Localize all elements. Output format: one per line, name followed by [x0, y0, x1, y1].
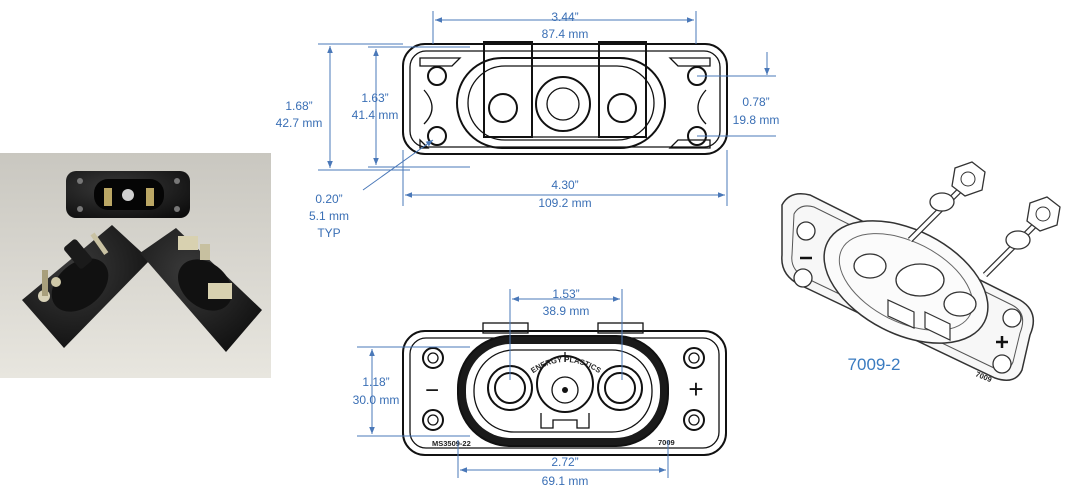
photo-connector-right	[140, 228, 262, 352]
dim-hole-dia-typ: TYP	[317, 226, 340, 240]
dim-height-outer-in: 1.68”	[285, 99, 312, 113]
dim-top-width-in: 3.44”	[551, 10, 578, 24]
part-number-label: 7009-2	[848, 355, 901, 374]
model-engraving: MS3509-22	[432, 439, 471, 448]
negative-symbol: −	[425, 377, 439, 404]
dimension-labels: 3.44” 87.4 mm 1.68” 42.7 mm 1.63” 41.4 m…	[276, 10, 901, 488]
dim-hole-dia-mm: 5.1 mm	[309, 209, 349, 223]
top-view-drawing	[402, 41, 728, 155]
dim-terminal-spacing-in: 1.53”	[552, 287, 579, 301]
dim-terminal-spacing-mm: 38.9 mm	[543, 304, 590, 318]
front-view-drawing: ENERGY PLASTICS MS3509-22 7009 − +	[402, 322, 727, 456]
isometric-drawing: 7009	[781, 161, 1061, 384]
dim-height-inner-in: 1.63”	[361, 91, 388, 105]
dim-front-width-mm: 69.1 mm	[542, 474, 589, 488]
dim-hole-spacing-in: 0.78”	[742, 95, 769, 109]
dim-height-inner-mm: 41.4 mm	[352, 108, 399, 122]
dim-front-height-in: 1.18”	[362, 375, 389, 389]
dim-front-height-mm: 30.0 mm	[353, 393, 400, 407]
photo-connector-top	[66, 171, 190, 218]
positive-symbol: +	[688, 374, 703, 404]
dim-top-width-mm: 87.4 mm	[542, 27, 589, 41]
dim-height-outer-mm: 42.7 mm	[276, 116, 323, 130]
product-photo	[0, 153, 271, 378]
dim-front-width-in: 2.72”	[551, 455, 578, 469]
top-view-dimensions	[318, 11, 776, 206]
photo-connector-left	[22, 225, 150, 348]
code-engraving: 7009	[658, 438, 675, 447]
dim-overall-width-mm: 109.2 mm	[538, 196, 591, 210]
dim-hole-spacing-mm: 19.8 mm	[733, 113, 780, 127]
front-view-dimensions	[357, 289, 669, 478]
dim-hole-dia-in: 0.20”	[315, 192, 342, 206]
dim-overall-width-in: 4.30”	[551, 178, 578, 192]
